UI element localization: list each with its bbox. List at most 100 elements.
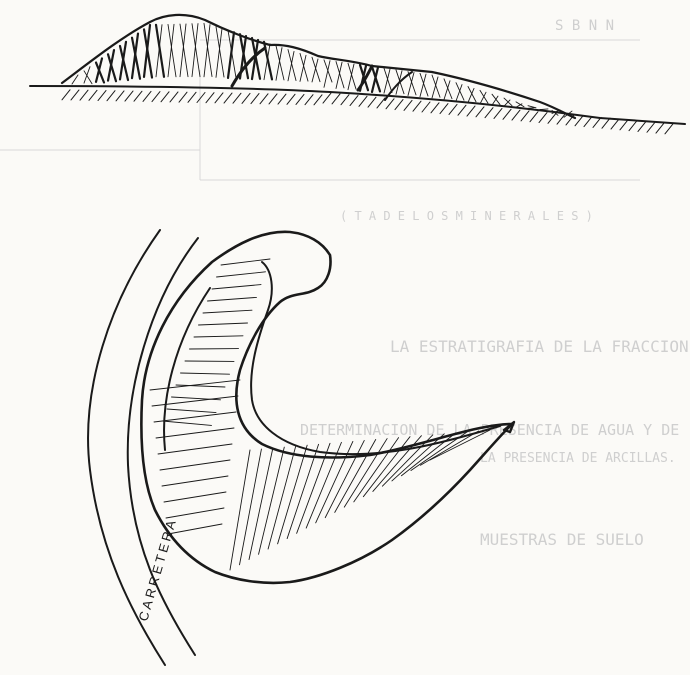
bleed-line-2: LA ESTRATIGRAFIA DE LA FRACCION	[390, 337, 689, 356]
ground-hatch-stroke	[638, 121, 646, 131]
ground-hatch-stroke	[116, 91, 124, 101]
hachure-stroke	[194, 336, 243, 337]
hill-shade-stroke	[516, 104, 522, 107]
hachure-stroke	[160, 460, 230, 470]
hill-shade-stroke	[216, 28, 222, 77]
ground-hatch-stroke	[431, 103, 439, 113]
hachure-stroke	[150, 380, 240, 390]
hill-shade-stroke	[84, 67, 90, 83]
hill-shade-stroke	[312, 59, 318, 82]
ground-hatch-stroke	[125, 91, 133, 101]
ground-hatch-stroke	[575, 116, 583, 126]
bleed-line-5: MUESTRAS DE SUELO	[480, 530, 644, 549]
ground-hatch-stroke	[512, 110, 520, 120]
ground-hatch-stroke	[494, 108, 502, 118]
ground-hatch-stroke	[485, 108, 493, 118]
hachure-stroke	[240, 449, 262, 565]
hill-shade-stroke	[276, 48, 282, 81]
ground-hatch-stroke	[530, 112, 538, 122]
bleed-line-1: ( T A D E L O S M I N E R A L E S )	[340, 209, 593, 223]
ground-hatch-stroke	[404, 100, 412, 110]
ground-hatch-stroke	[521, 111, 529, 121]
ground-hatch-stroke	[233, 93, 241, 103]
hachure-stroke	[208, 297, 257, 301]
ground-hatch-stroke	[71, 90, 79, 100]
ground-hatch-stroke	[332, 94, 340, 104]
hachure-stroke	[181, 373, 230, 374]
hill-shade-stroke	[516, 102, 524, 107]
ground-hatch-stroke	[152, 92, 160, 102]
hill-shade-stroke	[72, 75, 78, 84]
ground-hatch-stroke	[656, 123, 664, 133]
ground-hatch-stroke	[143, 91, 151, 101]
ground-hatch-stroke	[224, 93, 232, 103]
ground-hatch-stroke	[62, 90, 70, 100]
road-inner-edge	[128, 238, 198, 655]
bleed-line-4: LA PRESENCIA DE ARCILLAS.	[480, 451, 676, 466]
hill-shade-stroke	[348, 64, 354, 90]
landform-hachures	[150, 259, 490, 570]
hill-shading	[72, 23, 572, 117]
ground-hatch-stroke	[89, 90, 97, 100]
bleed-top-letters: S B N N	[555, 18, 614, 34]
ground-hatch-stroke	[602, 118, 610, 128]
hachure-stroke	[199, 323, 248, 325]
hachure-stroke	[335, 440, 376, 513]
hill-shade-stroke	[396, 71, 402, 95]
ground-hatch-stroke	[161, 92, 169, 102]
ground-hatch-stroke	[611, 119, 619, 129]
ground-hatch-stroke	[323, 93, 331, 103]
ground-hatch-stroke	[98, 91, 106, 101]
ground-hatch-stroke	[296, 94, 304, 104]
hill-shade-stroke	[420, 74, 426, 97]
hachure-stroke	[217, 272, 266, 277]
ground-hatch-stroke	[80, 90, 88, 100]
ground-hatch-stroke	[476, 107, 484, 117]
hachure-stroke	[152, 396, 238, 406]
road-label: CARRETERA	[135, 516, 179, 623]
ground-hatch-stroke	[188, 92, 196, 102]
road-plan-drawing: CARRETERA	[88, 230, 514, 665]
ground-hatch-stroke	[539, 113, 547, 123]
ground-hatch-stroke	[305, 95, 313, 105]
ground-hatch-stroke	[278, 94, 286, 104]
ground-hatching	[62, 90, 673, 134]
ground-hatch-stroke	[386, 99, 394, 109]
hachure-stroke	[203, 310, 252, 313]
ground-hatch-stroke	[503, 109, 511, 119]
hill-shade-stroke	[408, 72, 414, 95]
hachure-stroke	[162, 476, 228, 486]
hachure-stroke	[167, 409, 216, 413]
ground-hatch-stroke	[359, 96, 367, 106]
bleed-through-text: S B N N ( T A D E L O S M I N E R A L E …	[0, 18, 689, 549]
ground-hatch-stroke	[629, 121, 637, 131]
ground-hatch-stroke	[647, 122, 655, 132]
hachure-stroke	[363, 437, 410, 497]
ground-hatch-stroke	[422, 102, 430, 112]
ground-hatch-stroke	[170, 92, 178, 102]
hachure-stroke	[166, 508, 224, 518]
hill-shade-stroke	[444, 81, 450, 100]
ground-hatch-stroke	[287, 94, 295, 104]
hachure-stroke	[392, 434, 444, 481]
hachure-stroke	[212, 285, 261, 289]
hachure-stroke	[154, 412, 236, 422]
ground-hatch-stroke	[458, 105, 466, 115]
hill-shade-stroke	[288, 51, 294, 80]
ground-hatch-stroke	[206, 93, 214, 103]
ground-hatch-stroke	[413, 101, 421, 111]
hachure-stroke	[172, 397, 221, 400]
hill-shade-stroke	[384, 69, 390, 93]
hachure-stroke	[158, 444, 232, 454]
hill-shade-stroke	[528, 108, 534, 109]
ground-hatch-stroke	[665, 124, 673, 134]
ground-hatch-stroke	[467, 106, 475, 116]
ground-hatch-stroke	[251, 94, 259, 104]
ground-hatch-stroke	[107, 91, 115, 101]
ground-hatch-stroke	[584, 117, 592, 127]
ground-hatch-stroke	[242, 93, 250, 103]
hill-shade-stroke	[432, 77, 438, 98]
hill-shade-stroke	[300, 55, 306, 81]
